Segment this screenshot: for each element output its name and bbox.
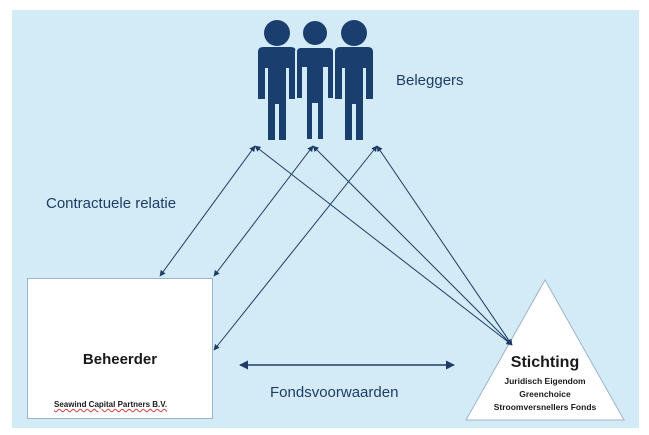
manager-company-name: Seawind Capital Partners B.V.: [54, 400, 167, 409]
manager-box: Beheerder Seawind Capital Partners B.V.: [27, 278, 213, 419]
foundation-triangle: [465, 278, 625, 421]
arrow-investor-left-to-foundation: [254, 145, 513, 346]
person-icon-middle: [295, 19, 335, 141]
arrow-investor-mid-to-foundation: [312, 145, 513, 346]
contract-relation-label: Contractuele relatie: [46, 195, 177, 212]
investors-label: Beleggers: [396, 72, 464, 89]
arrow-investor-right-to-manager: [213, 145, 378, 351]
arrow-investor-right-to-foundation: [376, 145, 513, 346]
manager-title: Beheerder: [82, 351, 158, 368]
person-icon-right: [335, 20, 373, 140]
foundation-line-fund-name: Stroomversnellers Fonds: [493, 402, 597, 412]
foundation-line-legal-ownership: Juridisch Eigendom: [504, 376, 586, 386]
person-icon-left: [258, 20, 296, 140]
foundation-title: Stichting: [510, 354, 580, 371]
arrow-investor-mid-to-manager: [213, 145, 314, 277]
manager-company-text: Seawind Capital Partners B.V.: [54, 400, 168, 409]
relation-arrows: [159, 145, 513, 370]
foundation-line-greenchoice: Greenchoice: [519, 389, 571, 399]
fund-conditions-label: Fondsvoorwaarden: [270, 384, 399, 401]
three-people-icon: [258, 19, 373, 141]
